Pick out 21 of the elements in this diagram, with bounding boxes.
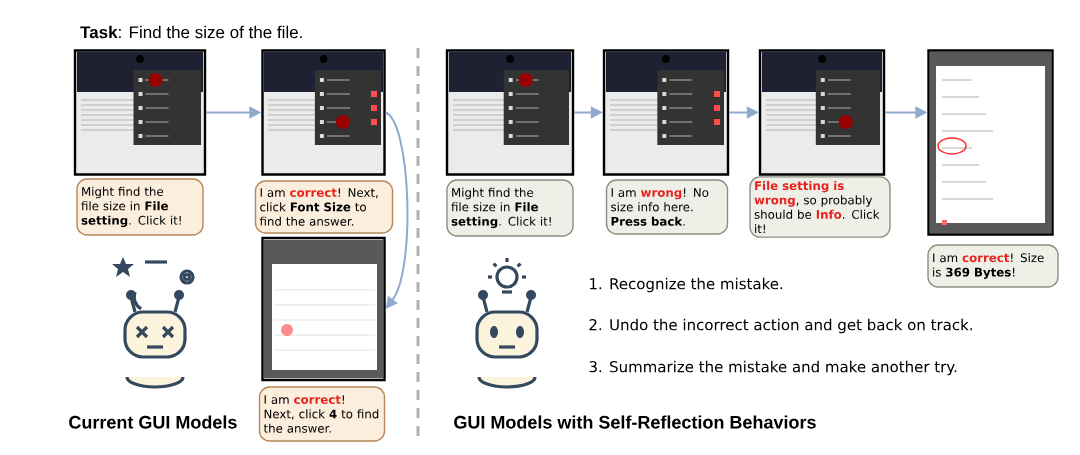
arrow bbox=[384, 111, 409, 309]
speech-bubble: Might find the file size in File setting. Click it! bbox=[446, 179, 574, 237]
app-screenshot bbox=[927, 49, 1054, 236]
speech-bubble: I am correct! Size is 369 Bytes! bbox=[927, 244, 1059, 288]
speech-bubble: File setting is wrong, so probably should be Info. Click it! bbox=[749, 176, 891, 238]
speech-bubble: I am correct! Next, click Font Size to find the answer. bbox=[254, 180, 394, 234]
app-screenshot bbox=[602, 49, 730, 176]
app-screenshot bbox=[261, 236, 386, 382]
task-heading: Task: Find the size of the file. bbox=[80, 25, 302, 39]
step-text: 3. Summarize the mistake and make another try. bbox=[589, 360, 957, 376]
step-text: 1. Recognize the mistake. bbox=[590, 277, 783, 293]
section-label: Current GUI Models bbox=[69, 415, 237, 429]
speech-bubble: Might find the file size in File setting. Click it! bbox=[76, 178, 204, 236]
step-text: 2. Undo the incorrect action and get back on track. bbox=[589, 318, 972, 334]
app-screenshot bbox=[758, 49, 886, 176]
app-screenshot bbox=[445, 49, 575, 176]
app-screenshot bbox=[261, 49, 386, 176]
section-label: GUI Models with Self-Reflection Behaviors bbox=[454, 415, 816, 429]
app-screenshot bbox=[73, 49, 207, 176]
speech-bubble: I am wrong! No size info here. Press back. bbox=[605, 179, 729, 235]
speech-bubble: I am correct! Next, click 4 to find the answer. bbox=[258, 386, 386, 442]
